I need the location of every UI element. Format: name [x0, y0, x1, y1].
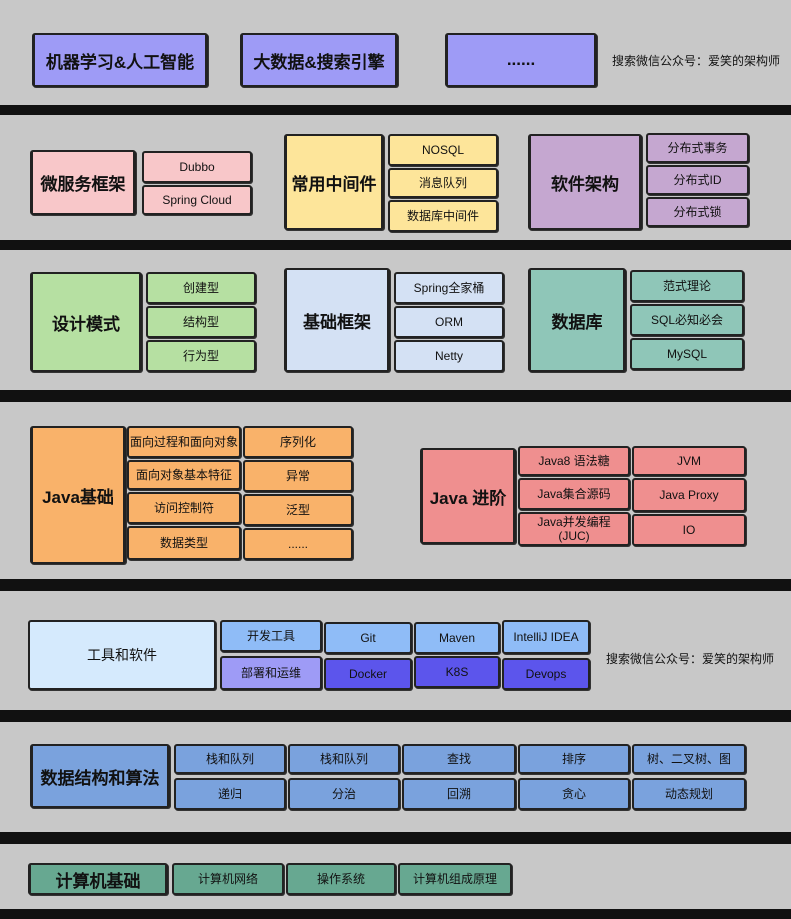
architecture-item: 分布式ID — [646, 165, 749, 195]
dsa-item: 动态规划 — [632, 778, 746, 810]
dsa-item: 栈和队列 — [174, 744, 286, 774]
separator — [0, 240, 791, 250]
java-item: 面向对象基本特征 — [127, 460, 241, 490]
ml-ai-box: 机器学习&人工智能 — [32, 33, 208, 87]
dsa-title: 数据结构和算法 — [30, 744, 170, 808]
database-title: 数据库 — [528, 268, 626, 372]
tools-item: Maven — [414, 622, 500, 654]
framework-item: Netty — [394, 340, 504, 372]
patterns-item: 行为型 — [146, 340, 256, 372]
separator — [0, 909, 791, 919]
architecture-item: 分布式事务 — [646, 133, 749, 163]
architecture-item: 分布式锁 — [646, 197, 749, 227]
java-adv-item: Java Proxy — [632, 478, 746, 512]
dsa-item: 树、二叉树、图 — [632, 744, 746, 774]
java-adv-item: IO — [632, 514, 746, 546]
java-item: 泛型 — [243, 494, 353, 526]
patterns-title: 设计模式 — [30, 272, 142, 372]
dsa-item: 分治 — [288, 778, 400, 810]
framework-title: 基础框架 — [284, 268, 390, 372]
architecture-title: 软件架构 — [528, 134, 642, 230]
microservice-title: 微服务框架 — [30, 150, 136, 215]
java-item: 异常 — [243, 460, 353, 492]
java-adv-item: JVM — [632, 446, 746, 476]
dsa-item: 查找 — [402, 744, 516, 774]
cs-item: 操作系统 — [286, 863, 396, 895]
separator — [0, 579, 791, 591]
tools-item: Docker — [324, 658, 412, 690]
tools-item: 开发工具 — [220, 620, 322, 652]
dsa-item: 排序 — [518, 744, 630, 774]
dsa-item: 回溯 — [402, 778, 516, 810]
more-box: ...... — [445, 33, 597, 87]
tools-title: 工具和软件 — [28, 620, 216, 690]
cs-item: 计算机网络 — [172, 863, 284, 895]
dsa-item: 贪心 — [518, 778, 630, 810]
microservice-item: Dubbo — [142, 151, 252, 183]
separator — [0, 710, 791, 722]
tools-item: Devops — [502, 658, 590, 690]
tools-item: K8S — [414, 656, 500, 688]
java-item: 数据类型 — [127, 526, 241, 560]
dsa-item: 递归 — [174, 778, 286, 810]
database-item: 范式理论 — [630, 270, 744, 302]
patterns-item: 结构型 — [146, 306, 256, 338]
tools-item: 部署和运维 — [220, 656, 322, 690]
java-adv-item: Java集合源码 — [518, 478, 630, 510]
separator — [0, 832, 791, 844]
microservice-item: Spring Cloud — [142, 185, 252, 215]
dsa-item: 栈和队列 — [288, 744, 400, 774]
java-item: 访问控制符 — [127, 492, 241, 524]
java-item: 面向过程和面向对象 — [127, 426, 241, 458]
middleware-item: 数据库中间件 — [388, 200, 498, 232]
java-item: 序列化 — [243, 426, 353, 458]
separator — [0, 390, 791, 402]
middleware-item: NOSQL — [388, 134, 498, 166]
tools-item: IntelliJ IDEA — [502, 620, 590, 654]
java-item: ...... — [243, 528, 353, 560]
middleware-item: 消息队列 — [388, 168, 498, 198]
cs-item: 计算机组成原理 — [398, 863, 512, 895]
java-adv-item: Java并发编程 (JUC) — [518, 512, 630, 546]
framework-item: Spring全家桶 — [394, 272, 504, 304]
database-item: SQL必知必会 — [630, 304, 744, 336]
separator — [0, 105, 791, 115]
database-item: MySQL — [630, 338, 744, 370]
patterns-item: 创建型 — [146, 272, 256, 304]
framework-item: ORM — [394, 306, 504, 338]
wechat-note: 搜索微信公众号：爱笑的架构师 — [606, 652, 775, 666]
java-adv-item: Java8 语法糖 — [518, 446, 630, 476]
tools-item: Git — [324, 622, 412, 654]
middleware-title: 常用中间件 — [284, 134, 384, 230]
java-adv-title: Java 进阶 — [420, 448, 516, 544]
cs-title: 计算机基础 — [28, 863, 168, 895]
bigdata-search-box: 大数据&搜索引擎 — [240, 33, 398, 87]
wechat-note: 搜索微信公众号：爱笑的架构师 — [612, 54, 781, 68]
java-title: Java基础 — [30, 426, 126, 564]
